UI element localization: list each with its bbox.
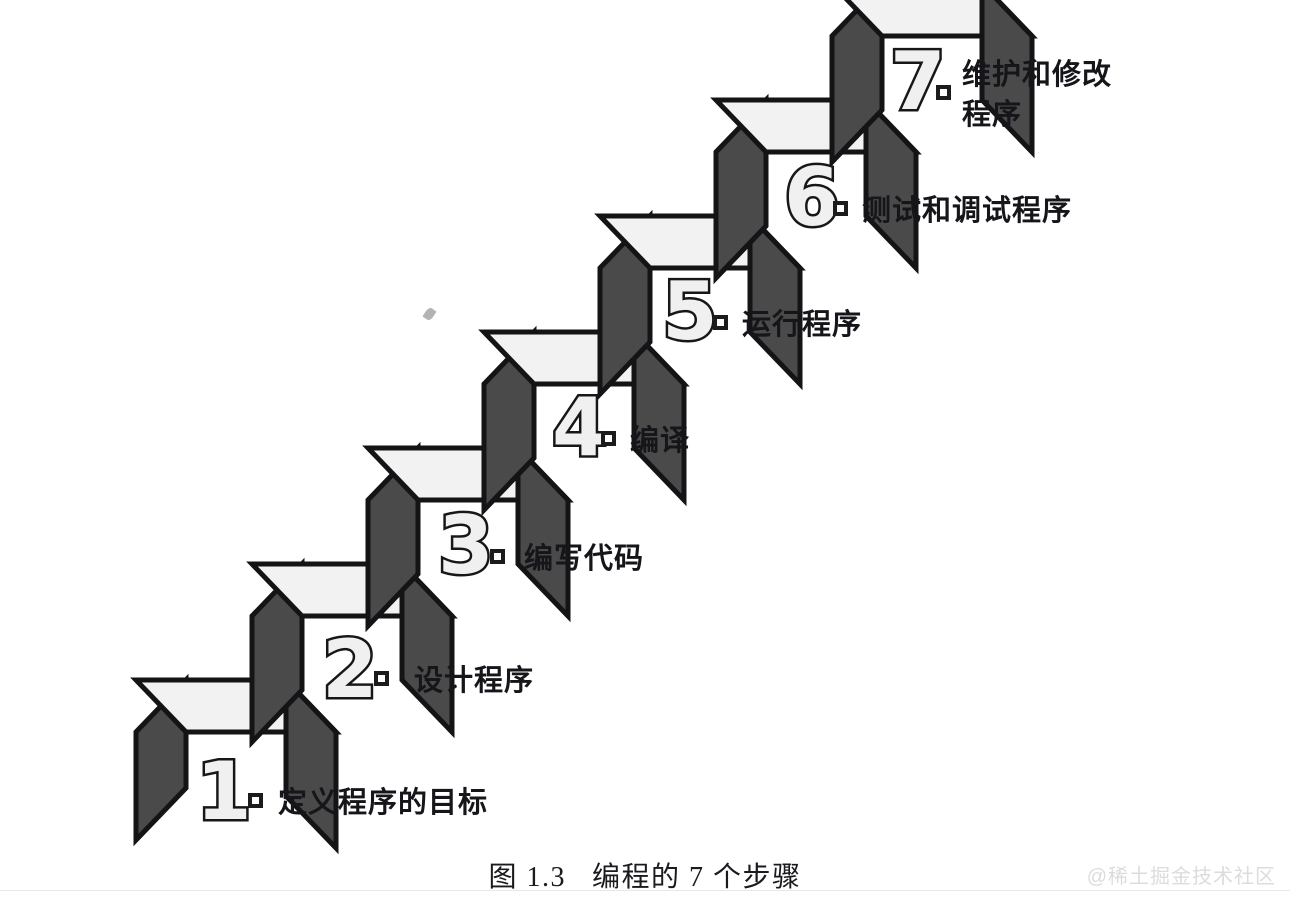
step-side-2 (399, 557, 455, 739)
step-label-1: 定义程序的目标 (278, 787, 489, 819)
step-label-5: 运行程序 (742, 309, 863, 341)
step-number-7: 7 (888, 35, 949, 128)
step-bullet-icon-7 (936, 85, 951, 100)
step-side-1 (283, 673, 339, 855)
figure-caption: 图 1.3 编程的 7 个步骤 (0, 855, 1290, 895)
caption-number: 图 1.3 (488, 862, 566, 893)
step-bullet-icon-3 (490, 549, 505, 564)
step-side-7 (979, 0, 1035, 159)
step-bullet-icon-1 (248, 793, 263, 808)
step-number-3: 3 (436, 499, 497, 592)
step-side-3 (515, 441, 571, 623)
step-bullet-icon-4 (601, 431, 616, 446)
step-label-7: 维护和修改 程序 (962, 59, 1113, 131)
step-number-2: 2 (320, 623, 381, 716)
step-bullet-icon-5 (713, 315, 728, 330)
step-side-4 (631, 325, 687, 507)
step-number-5: 5 (660, 265, 721, 358)
step-bullet-icon-2 (374, 671, 389, 686)
step-side-5 (747, 209, 803, 391)
step-label-4: 编译 (630, 425, 691, 457)
step-label-2: 设计程序 (414, 665, 535, 697)
step-number-4: 4 (550, 381, 611, 474)
step-side-6 (863, 93, 919, 275)
step-number-1: 1 (194, 745, 255, 838)
step-number-6: 6 (782, 151, 843, 244)
step-label-3: 编写代码 (524, 543, 645, 575)
step-label-6: 测试和调试程序 (862, 195, 1073, 227)
step-bullet-icon-6 (833, 201, 848, 216)
watermark-label: @稀土掘金技术社区 (1086, 866, 1276, 888)
caption-text: 编程的 7 个步骤 (592, 862, 802, 893)
bottom-divider (0, 890, 1290, 891)
stairs-group (130, 0, 1038, 855)
